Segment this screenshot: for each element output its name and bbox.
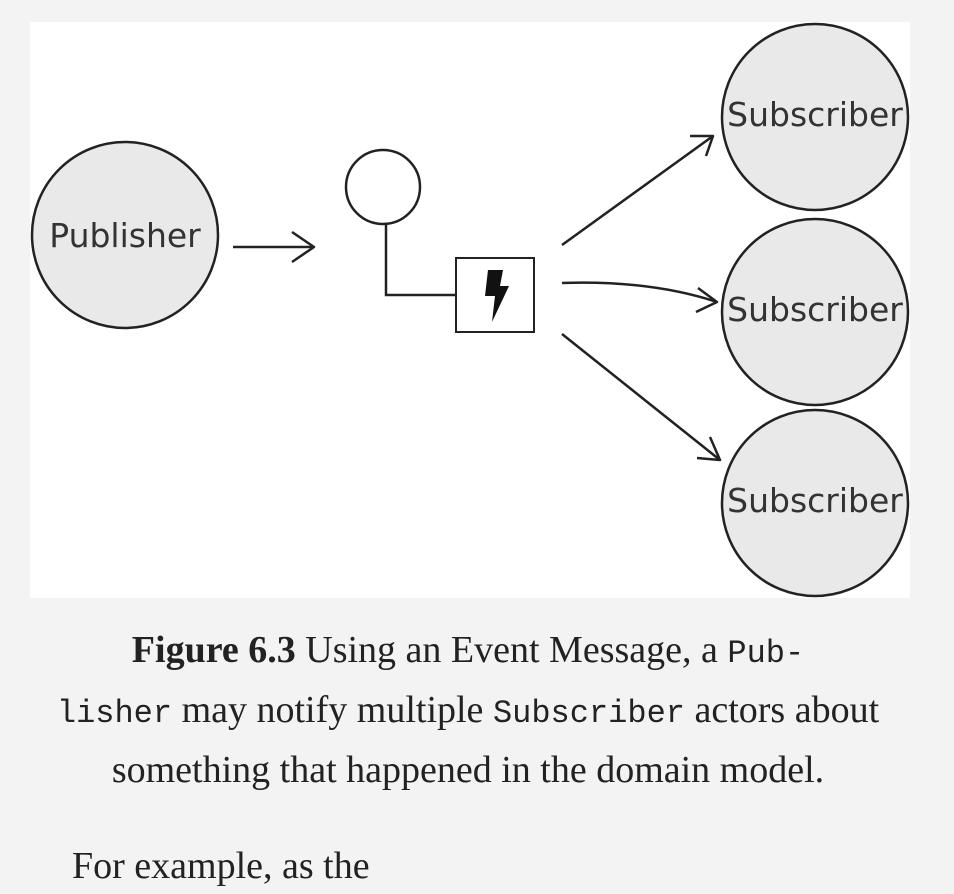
figure-panel: Publisher [30,22,910,598]
caption-code-subscriber: Subscriber [492,695,685,732]
publisher-arrow [233,230,316,264]
caption-code-publisher-part2: lisher [56,695,173,732]
publisher-label: Publisher [49,216,201,255]
publisher-node: Publisher [30,140,220,330]
subscriber-node-1: Subscriber [720,22,910,212]
event-message-diagram: Publisher [30,22,910,598]
caption-text: Using an Event Message, a [295,629,728,671]
figure-number: Figure 6.3 [131,629,296,671]
subscriber-node-3: Subscriber [720,408,910,598]
subscriber-label: Subscriber [727,95,903,134]
event-message-icon [455,257,535,333]
figure-caption: Figure 6.3 Using an Event Message, a Pub… [40,622,896,798]
subscriber-label: Subscriber [727,290,903,329]
subscriber-arrow-3 [561,333,722,462]
caption-text: actors about something that happened in … [111,689,880,791]
caption-text: may notify multiple [172,689,493,731]
next-paragraph-text: For example, as the [72,845,370,887]
lightning-bolt-icon [485,270,509,322]
subscriber-arrow-1 [561,134,715,247]
subscriber-node-2: Subscriber [720,217,910,407]
message-channel-icon [344,148,456,297]
caption-code-publisher-part1: Pub- [727,635,805,672]
subscriber-label: Subscriber [727,481,903,520]
subscriber-arrow-2 [561,281,719,314]
